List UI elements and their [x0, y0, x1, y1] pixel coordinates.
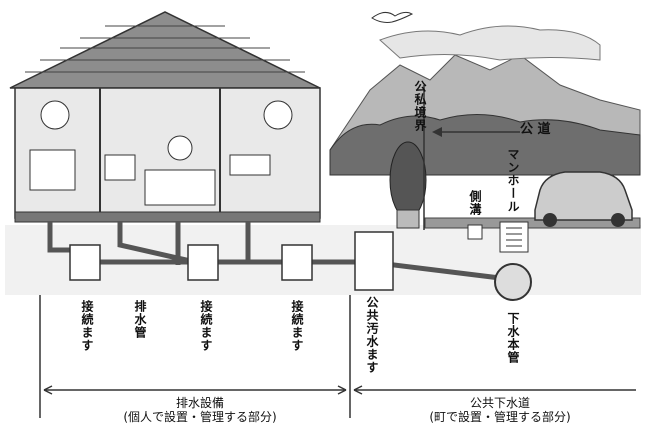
section-private-subtitle: (個人で設置・管理する部分) — [123, 410, 277, 424]
label-sewer-main: 下水本管 — [506, 312, 520, 364]
section-private-title: 排水設備 — [175, 396, 224, 410]
connection-basins — [69, 231, 394, 291]
toilet-icon — [29, 100, 76, 191]
road-arrow — [432, 127, 520, 137]
car-icon — [534, 171, 633, 227]
side-ditch — [467, 224, 483, 240]
label-connection-1: 接続ます — [80, 300, 94, 352]
manhole — [494, 221, 532, 301]
section-brackets — [39, 295, 636, 418]
section-public-subtitle: (町で設置・管理する部分) — [429, 410, 571, 424]
label-connection-2: 接続ます — [199, 300, 213, 352]
label-side-ditch: 側溝 — [468, 190, 482, 216]
label-public-road: 公 道 — [520, 122, 551, 137]
label-connection-3: 接続ます — [290, 300, 304, 352]
label-manhole: マンホール — [506, 148, 520, 213]
label-drain-pipe: 排水管 — [133, 300, 147, 339]
sink-icon — [104, 100, 293, 181]
label-public-sewage-basin: 公共汚水ます — [365, 296, 379, 374]
label-public-boundary: 公私境界 — [413, 80, 427, 132]
hedge — [389, 141, 427, 229]
section-public-title: 公共下水道 — [469, 396, 530, 410]
bathtub-icon — [144, 135, 216, 206]
bird-icon — [371, 11, 414, 23]
